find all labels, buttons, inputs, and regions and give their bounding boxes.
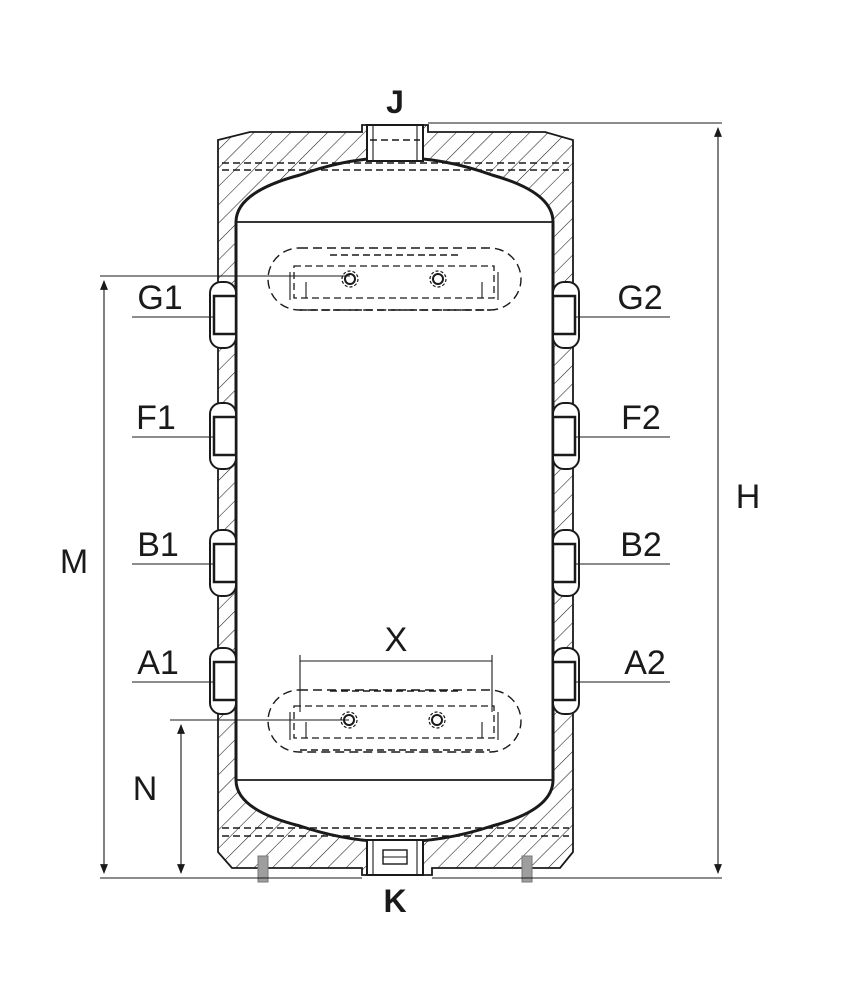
label-n: N [133,770,158,808]
port-g1 [209,281,238,349]
tank-feet [257,855,533,883]
label-g2: G2 [617,279,662,317]
label-a2: A2 [624,644,666,682]
label-a1: A1 [137,644,179,682]
upper-flange-bolt-right [429,270,447,288]
side-ports-right [551,281,580,715]
label-x: X [385,621,408,659]
label-f1: F1 [136,399,176,437]
label-j: J [386,84,404,120]
port-a1 [209,647,238,715]
side-ports-left [209,281,238,715]
leader-lines [132,316,670,683]
port-f2 [551,402,580,470]
label-b2: B2 [620,526,662,564]
lower-flange-bolt-right [428,711,446,729]
label-g1: G1 [137,279,182,317]
dimension-lines [100,122,722,879]
label-k: K [383,883,406,919]
labels: J K H M N X G1 F1 B1 A1 G2 F2 B2 A2 [60,84,760,919]
insulation-jacket [217,124,574,876]
label-b1: B1 [137,526,179,564]
port-b1 [209,529,238,597]
upper-flange [267,247,522,311]
label-h: H [736,478,761,516]
port-f1 [209,402,238,470]
label-f2: F2 [621,399,661,437]
port-a2 [551,647,580,715]
tank-vessel [234,156,555,844]
lower-flange [267,689,522,753]
port-g2 [551,281,580,349]
upper-flange-bolt-left [341,270,359,288]
port-b2 [551,529,580,597]
bottom-connection-nozzle [366,839,424,876]
top-connection-nozzle [366,124,424,162]
label-m: M [60,543,88,581]
